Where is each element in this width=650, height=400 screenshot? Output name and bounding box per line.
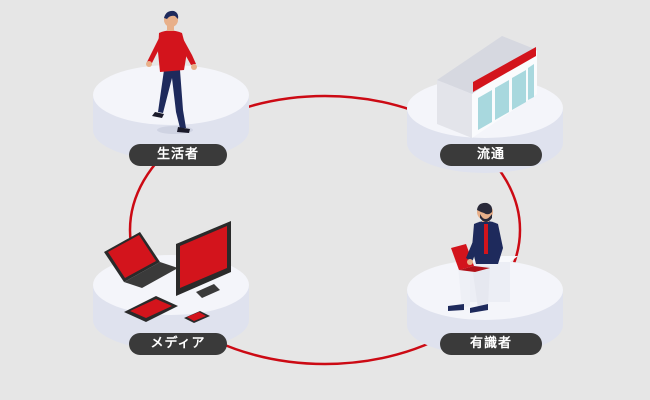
label-distribution: 流通: [440, 144, 542, 166]
walking-person-icon: [146, 10, 197, 134]
person-with-laptop-icon: [448, 202, 518, 313]
connection-ring: [128, 94, 522, 366]
label-media: メディア: [129, 333, 227, 355]
label-consumer: 生活者: [129, 144, 227, 166]
label-expert: 有識者: [440, 333, 542, 355]
devices-icon: [104, 221, 231, 323]
store-building-icon: [437, 36, 537, 138]
